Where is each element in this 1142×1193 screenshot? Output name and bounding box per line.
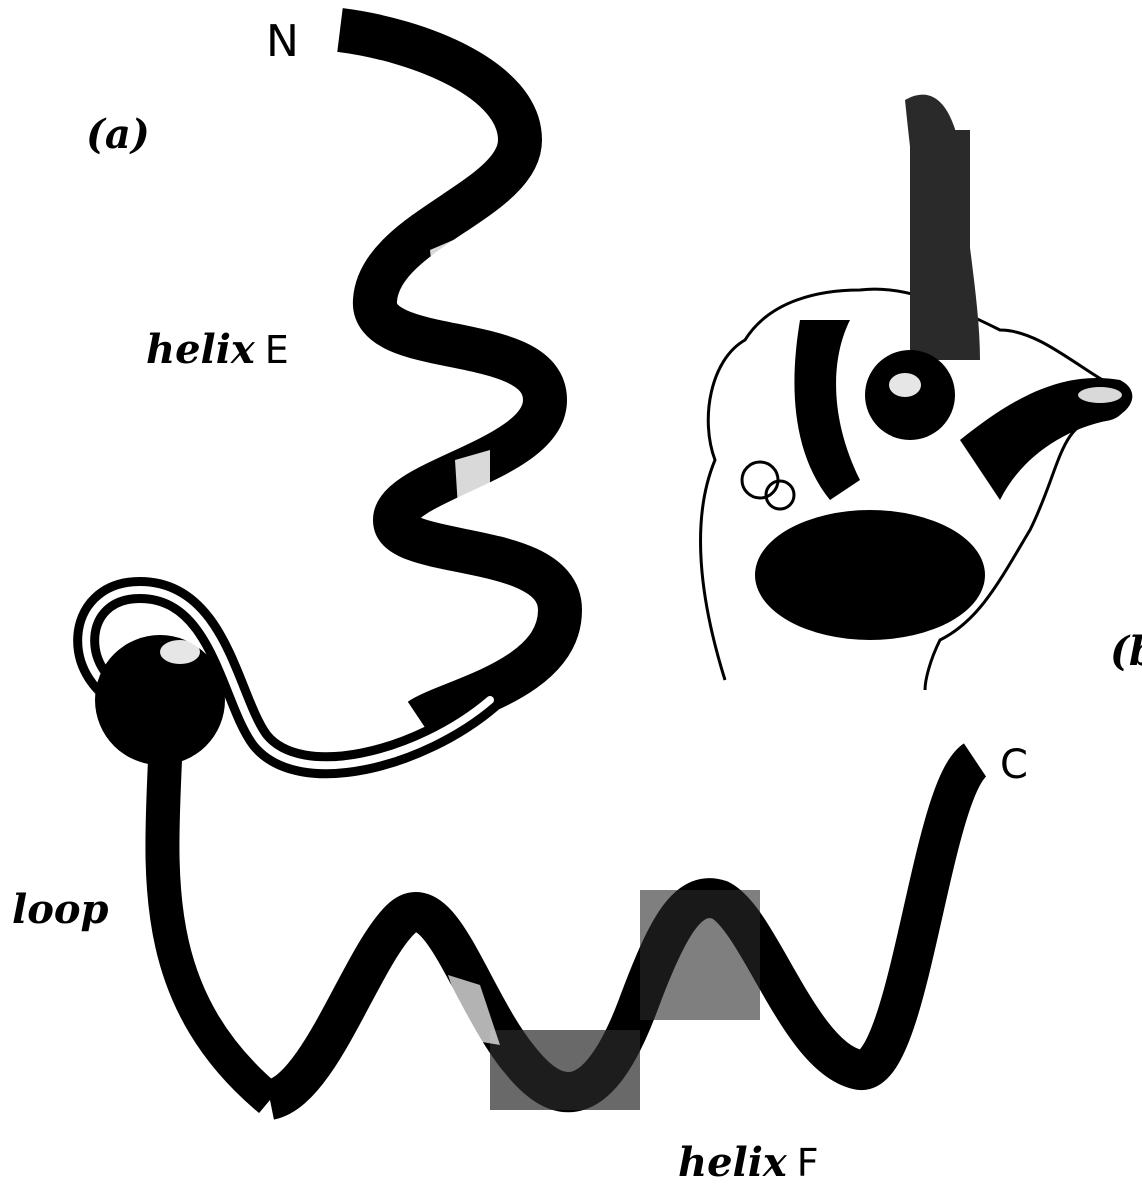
loop-label: loop <box>12 890 109 930</box>
hand-model <box>701 95 1133 690</box>
helix-f-ribbon <box>270 760 975 1110</box>
helix-f-label: helix F <box>678 1143 819 1183</box>
panel-a-label: (a) <box>86 115 150 155</box>
helix-f-word: helix <box>678 1139 787 1186</box>
helix-f-letter: F <box>797 1141 819 1185</box>
panel-b-label: (b <box>1110 632 1142 672</box>
helix-e-ribbon <box>340 30 560 720</box>
helix-e-label: helix E <box>146 330 289 370</box>
c-terminus-label: C <box>1000 745 1028 785</box>
n-terminus-label: N <box>266 20 299 64</box>
helix-e-word: helix <box>146 326 255 373</box>
heme-ball <box>95 635 225 765</box>
helix-e-letter: E <box>265 328 289 372</box>
loop-stem <box>162 760 270 1100</box>
